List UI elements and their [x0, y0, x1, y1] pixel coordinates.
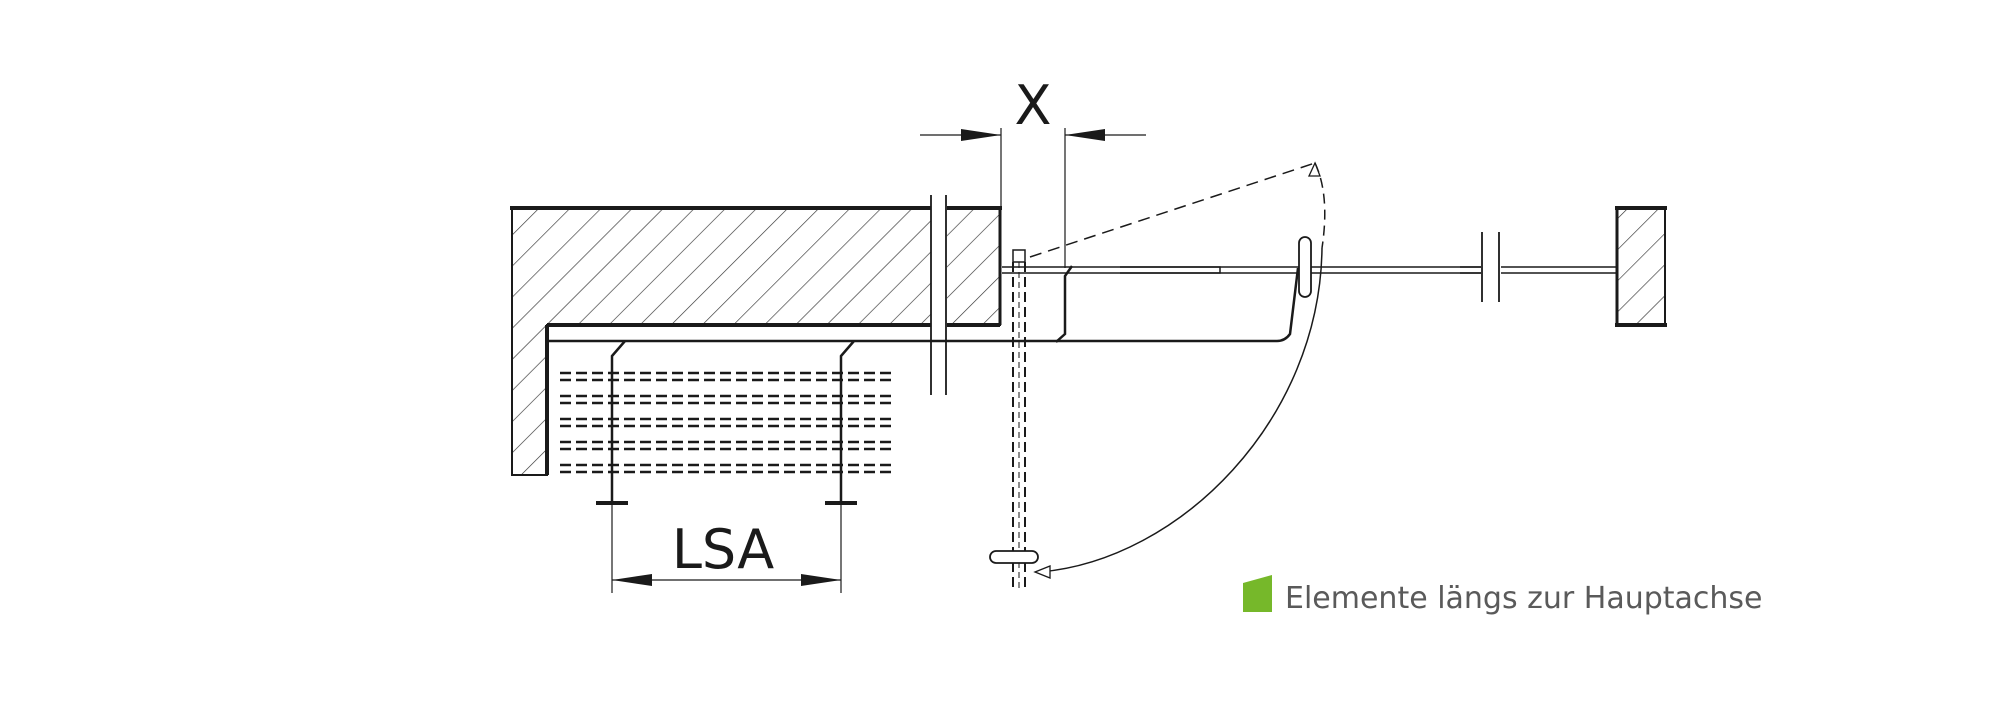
left-wall — [510, 206, 1002, 476]
stack-supports — [596, 340, 857, 505]
dimension-x-label: X — [1015, 74, 1052, 137]
dimension-lsa-label: LSA — [672, 518, 774, 581]
handle-closed — [1298, 236, 1312, 298]
right-wall — [1615, 206, 1667, 327]
legend-label: Elemente längs zur Hauptachse — [1285, 581, 1763, 616]
swing-arc — [1029, 161, 1326, 579]
dimension-x — [920, 128, 1146, 268]
legend-swatch — [1243, 575, 1272, 612]
pivot-element — [989, 249, 1039, 590]
stacked-elements — [560, 371, 895, 474]
wall-break-mark — [930, 195, 947, 395]
rail-break-mark — [1481, 232, 1501, 302]
dimension-lsa — [611, 503, 842, 593]
legend: Elemente längs zur Hauptachse — [1243, 575, 1763, 616]
